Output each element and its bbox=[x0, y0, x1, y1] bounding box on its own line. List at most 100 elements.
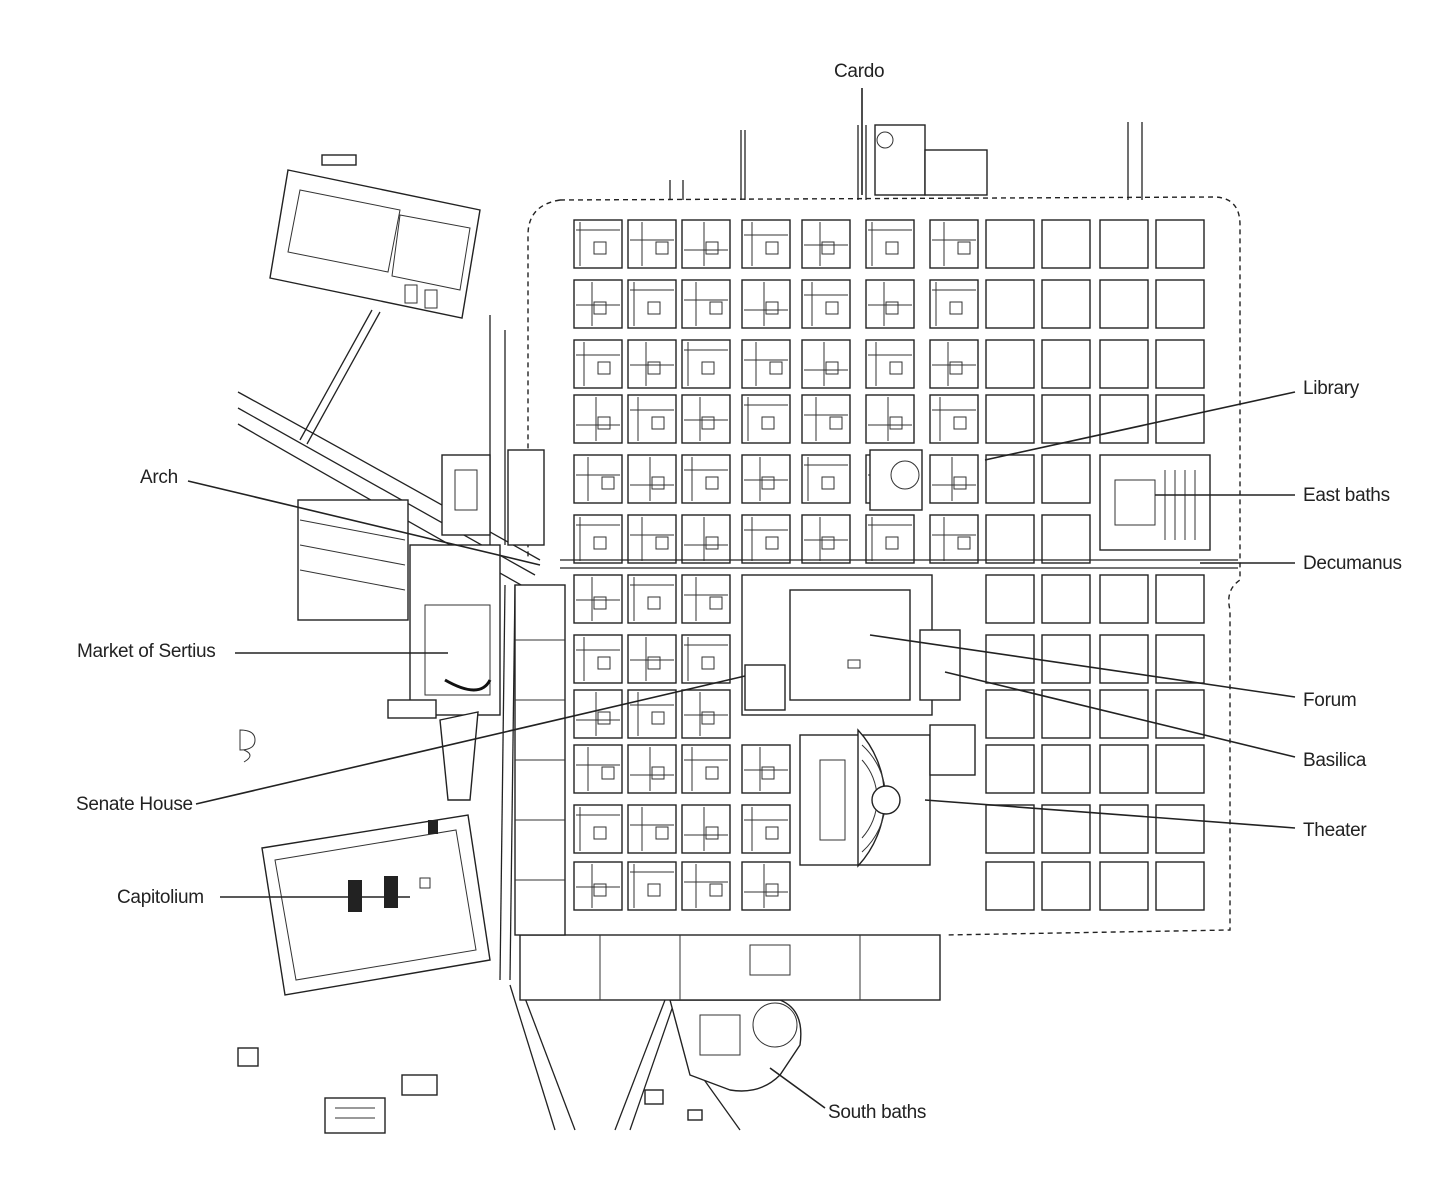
block-courtyard bbox=[655, 826, 669, 840]
west-strip-buildings bbox=[514, 584, 566, 936]
arch-structure bbox=[441, 449, 545, 546]
city-block bbox=[573, 861, 623, 911]
city-block bbox=[1155, 279, 1205, 329]
block-courtyard bbox=[597, 416, 611, 430]
city-block bbox=[627, 861, 677, 911]
city-block bbox=[627, 514, 677, 564]
city-block bbox=[985, 279, 1035, 329]
city-block bbox=[1099, 339, 1149, 389]
city-block bbox=[985, 634, 1035, 684]
block-courtyard bbox=[651, 766, 665, 780]
city-block bbox=[741, 454, 791, 504]
city-block bbox=[1155, 689, 1205, 739]
block-courtyard bbox=[701, 656, 715, 670]
city-block bbox=[801, 454, 851, 504]
city-block bbox=[985, 339, 1035, 389]
block-courtyard bbox=[705, 476, 719, 490]
block-courtyard bbox=[597, 711, 611, 725]
city-block bbox=[1041, 394, 1091, 444]
block-courtyard bbox=[593, 596, 607, 610]
block-courtyard bbox=[647, 596, 661, 610]
label-east-baths: East baths bbox=[1303, 485, 1390, 506]
label-market-of-sertius: Market of Sertius bbox=[77, 641, 216, 662]
label-south-baths: South baths bbox=[828, 1102, 926, 1123]
city-block bbox=[1155, 634, 1205, 684]
city-block bbox=[801, 514, 851, 564]
label-capitolium: Capitolium bbox=[117, 887, 204, 908]
city-block bbox=[681, 394, 731, 444]
map-labels: Cardo Library East baths Decumanus Forum… bbox=[76, 61, 1402, 1123]
southwest-ruins bbox=[237, 1047, 438, 1134]
city-block bbox=[573, 804, 623, 854]
block-courtyard bbox=[829, 416, 843, 430]
city-grid-blocks bbox=[573, 219, 1205, 911]
block-courtyard bbox=[705, 826, 719, 840]
block-courtyard bbox=[655, 536, 669, 550]
block-courtyard bbox=[769, 361, 783, 375]
city-block bbox=[985, 744, 1035, 794]
city-block bbox=[627, 219, 677, 269]
label-theater: Theater bbox=[1303, 820, 1367, 841]
block-courtyard bbox=[765, 826, 779, 840]
block-courtyard bbox=[593, 826, 607, 840]
label-arch: Arch bbox=[140, 467, 178, 488]
block-courtyard bbox=[761, 416, 775, 430]
block-courtyard bbox=[597, 656, 611, 670]
city-block bbox=[627, 634, 677, 684]
city-block bbox=[929, 339, 979, 389]
city-block bbox=[1099, 574, 1149, 624]
city-block bbox=[1041, 861, 1091, 911]
block-courtyard bbox=[651, 711, 665, 725]
block-courtyard bbox=[705, 536, 719, 550]
city-block bbox=[1155, 804, 1205, 854]
block-courtyard bbox=[651, 416, 665, 430]
theater-complex bbox=[799, 724, 976, 868]
city-block bbox=[929, 219, 979, 269]
block-courtyard bbox=[765, 883, 779, 897]
city-block bbox=[801, 394, 851, 444]
block-courtyard bbox=[597, 361, 611, 375]
label-library: Library bbox=[1303, 378, 1360, 399]
city-block bbox=[985, 514, 1035, 564]
block-courtyard bbox=[821, 241, 835, 255]
city-block bbox=[985, 219, 1035, 269]
city-block bbox=[627, 339, 677, 389]
forum-complex bbox=[741, 574, 961, 716]
capitolium-building bbox=[261, 814, 491, 996]
block-courtyard bbox=[593, 536, 607, 550]
city-block bbox=[1155, 339, 1205, 389]
city-block bbox=[1099, 861, 1149, 911]
city-block bbox=[985, 804, 1035, 854]
label-decumanus: Decumanus bbox=[1303, 553, 1402, 574]
block-courtyard bbox=[949, 361, 963, 375]
block-courtyard bbox=[593, 241, 607, 255]
block-courtyard bbox=[953, 476, 967, 490]
senate-house-building bbox=[239, 711, 479, 801]
block-courtyard bbox=[889, 361, 903, 375]
city-block bbox=[985, 861, 1035, 911]
market-of-sertius-building bbox=[297, 499, 501, 719]
city-block bbox=[1041, 279, 1091, 329]
city-block bbox=[985, 454, 1035, 504]
city-block bbox=[741, 394, 791, 444]
block-courtyard bbox=[601, 766, 615, 780]
block-courtyard bbox=[655, 241, 669, 255]
city-block bbox=[573, 744, 623, 794]
block-courtyard bbox=[709, 883, 723, 897]
city-block bbox=[1099, 634, 1149, 684]
city-block bbox=[627, 574, 677, 624]
city-block bbox=[681, 861, 731, 911]
block-courtyard bbox=[821, 476, 835, 490]
city-block bbox=[865, 339, 915, 389]
block-courtyard bbox=[953, 416, 967, 430]
city-block bbox=[1099, 689, 1149, 739]
block-courtyard bbox=[593, 883, 607, 897]
block-courtyard bbox=[705, 766, 719, 780]
city-block bbox=[1155, 744, 1205, 794]
block-courtyard bbox=[701, 416, 715, 430]
city-block bbox=[1155, 219, 1205, 269]
block-courtyard bbox=[825, 361, 839, 375]
block-courtyard bbox=[885, 536, 899, 550]
city-block bbox=[741, 339, 791, 389]
city-block bbox=[573, 219, 623, 269]
